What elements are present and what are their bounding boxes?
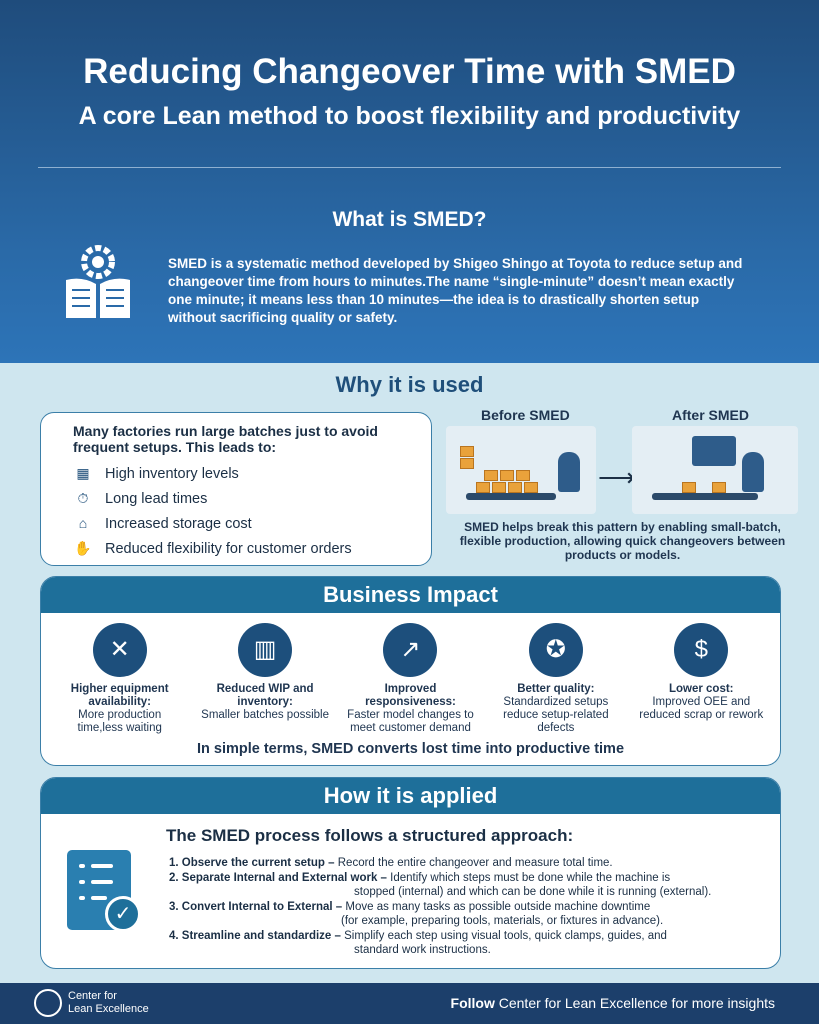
gear-book-icon	[66, 245, 130, 318]
why-item: ⏱ Long lead times	[73, 486, 431, 511]
clock-fast-icon: ⏱	[77, 489, 89, 506]
why-item: ▦ High inventory levels	[73, 461, 431, 486]
quality-badge-icon: ✪	[528, 623, 583, 677]
hand-box-icon: ✋	[74, 539, 92, 556]
impact-title: Improved responsiveness:	[365, 683, 456, 708]
growth-chart-icon: ↗	[383, 623, 438, 677]
how-subheading: The SMED process follows a structured ap…	[166, 826, 574, 845]
step: 2. Separate Internal and External work –…	[169, 871, 671, 884]
step-continuation: (for example, preparing tools, materials…	[341, 915, 664, 927]
why-item-label: Increased storage cost	[105, 515, 252, 532]
impact-summary: In simple terms, SMED converts lost time…	[196, 741, 625, 757]
impact-text: Improved OEE and reduced scrap or rework	[639, 696, 764, 721]
impact-title: Lower cost:	[668, 683, 734, 695]
after-smed-illustration	[632, 426, 798, 514]
impact-title: Reduced WIP and inventory:	[216, 683, 314, 708]
impact-title: Higher equipment availability:	[70, 683, 169, 708]
inventory-icon: ▦	[76, 464, 90, 481]
impact-text: Standardized setups reduce setup-related…	[503, 696, 609, 734]
step: 4. Streamline and standardize – Simplify…	[169, 929, 667, 942]
impact-text: More production time,less waiting	[77, 709, 162, 734]
what-description: SMED is a systematic method developed by…	[168, 256, 743, 325]
impact-text: Smaller batches possible	[201, 709, 329, 721]
impact-item: $ Lower cost:Improved OEE and reduced scr…	[636, 623, 766, 735]
impact-heading: Business Impact	[41, 577, 780, 613]
what-heading: What is SMED?	[332, 208, 487, 231]
business-impact-panel: Business Impact ✕ Higher equipment availa…	[40, 576, 781, 766]
steps-list: 1. Observe the current setup – Record th…	[169, 856, 711, 958]
step-continuation: standard work instructions.	[354, 944, 491, 956]
step: 3. Convert Internal to External – Move a…	[169, 900, 651, 913]
impact-item: ↗ Improved responsiveness:Faster model ch…	[345, 623, 475, 735]
impact-item: ✕ Higher equipment availability:More prod…	[55, 623, 185, 735]
why-intro: Many factories run large batches just to…	[73, 423, 378, 455]
step-continuation: stopped (internal) and which can be done…	[354, 886, 712, 898]
step: 1. Observe the current setup – Record th…	[169, 857, 613, 869]
impact-text: Faster model changes to meet customer de…	[347, 709, 474, 734]
why-caption: SMED helps break this pattern by enablin…	[459, 520, 786, 562]
page-subtitle: A core Lean method to boost flexibility …	[78, 102, 741, 130]
impact-title: Better quality:	[517, 683, 595, 695]
why-item-label: Long lead times	[105, 490, 208, 507]
how-applied-panel: How it is applied The SMED process follo…	[40, 777, 781, 969]
before-label: Before SMED	[481, 407, 570, 423]
logo-icon	[34, 989, 62, 1017]
why-problems-box: Many factories run large batches just to…	[40, 412, 432, 566]
header-section: Reducing Changeover Time with SMED A cor…	[0, 0, 819, 363]
why-item-label: Reduced flexibility for customer orders	[105, 540, 352, 557]
after-label: After SMED	[672, 407, 750, 423]
why-heading: Why it is used	[335, 372, 484, 397]
warehouse-cost-icon: ⌂	[78, 514, 88, 531]
tools-icon: ✕	[92, 623, 147, 677]
before-smed-illustration	[446, 426, 596, 514]
arrow-icon: ⟶	[598, 462, 636, 492]
why-item: ⌂ Increased storage cost	[73, 511, 431, 536]
worker-boxes-icon: ▥	[238, 623, 293, 677]
check-icon: ✓	[105, 896, 141, 932]
impact-item: ▥ Reduced WIP and inventory:Smaller batch…	[200, 623, 330, 735]
page-title: Reducing Changeover Time with SMED	[83, 52, 736, 91]
cost-down-icon: $	[674, 623, 729, 677]
why-item: ✋ Reduced flexibility for customer orders	[73, 536, 431, 561]
follow-link[interactable]: Follow Center for Lean Excellence for mo…	[450, 995, 775, 1011]
how-heading: How it is applied	[41, 778, 780, 814]
impact-item: ✪ Better quality:Standardized setups redu…	[491, 623, 621, 735]
divider	[38, 167, 781, 168]
why-item-label: High inventory levels	[105, 465, 239, 482]
